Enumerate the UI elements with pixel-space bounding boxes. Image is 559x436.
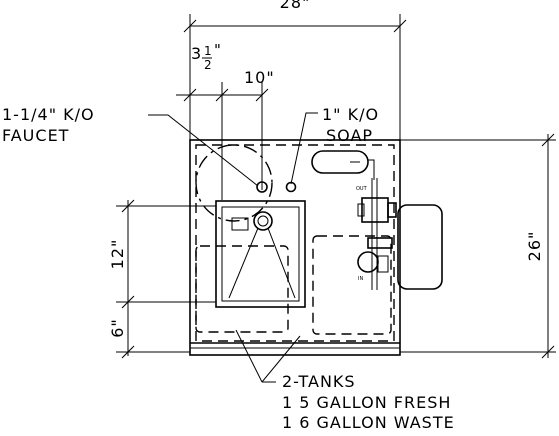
soap-callout-line1: 1" K/O [322,105,379,124]
soap-callout-line2: SOAP [326,126,373,145]
tanks-callout-line2: 1 5 GALLON FRESH [282,393,451,412]
side-extension [397,204,443,290]
faucet-knockout [256,181,268,193]
basin-height-dimension: 12" [108,199,216,356]
bottom-offset-dimension: 6" [108,318,190,359]
height-right-dimension: 26" [400,133,556,359]
soap-knockout [285,181,297,193]
pump-in-label: IN [358,276,363,282]
sink-basin [215,200,306,308]
basin-height-label: 12" [108,239,127,270]
offset-small-frac-den: 2 [204,58,213,72]
top-width-dimension: 28" [183,0,407,140]
pump-out-label: OUT [356,186,368,192]
faucet-offset-dimension: 10" [222,68,275,190]
tanks-callout: 2-TANKS 1 5 GALLON FRESH 1 6 GALLON WAST… [235,329,455,432]
offset-small-label: 3 [191,44,202,63]
svg-text:": " [214,41,222,59]
faucet-callout: 1-1/4" K/O FAUCET [2,105,259,187]
bottom-offset-label: 6" [108,318,127,338]
height-right-label: 26" [525,231,544,262]
offset-small-frac-num: 1 [204,44,213,58]
top-width-label: 28" [280,0,311,12]
faucet-swing-circle [195,144,273,222]
faucet-offset-label: 10" [244,68,275,87]
pump-assembly: OUT IN [356,178,397,290]
soap-dispenser [311,150,375,180]
faucet-callout-line2: FAUCET [2,126,69,145]
offset-small-dimension: 3 1 2 " [176,41,229,200]
cabinet-outline [189,139,401,356]
waste-tank [312,235,392,335]
faucet-callout-line1: 1-1/4" K/O [2,105,95,124]
tanks-callout-line3: 1 6 GALLON WASTE [282,413,455,432]
tanks-callout-line1: 2-TANKS [282,372,356,391]
fresh-tank [195,245,289,333]
